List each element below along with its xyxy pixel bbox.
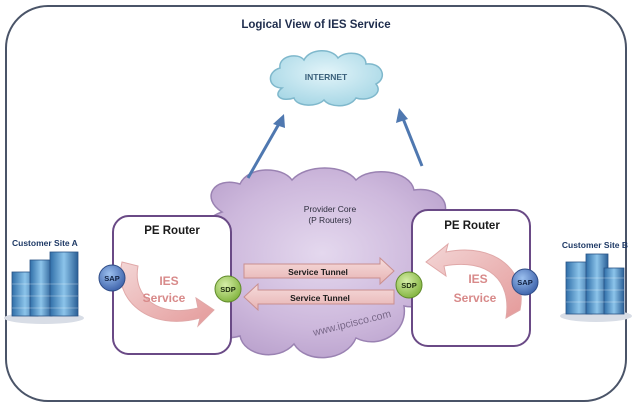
provider-core-sublabel: (P Routers) <box>308 215 351 225</box>
provider-core-label: Provider Core <box>304 204 357 214</box>
service-tunnel-top-label: Service Tunnel <box>288 267 348 277</box>
ies-service-right-line1: IES <box>468 272 487 286</box>
sdp-node-left: SDP <box>214 275 242 303</box>
diagram-title: Logical View of IES Service <box>241 19 390 31</box>
ies-flow-arrow-left <box>119 261 215 328</box>
sap-left-label: SAP <box>104 274 119 283</box>
pe-router-left-title: PE Router <box>144 225 200 237</box>
pe-router-right-title: PE Router <box>444 220 500 232</box>
ies-service-right-line2: Service <box>454 291 497 305</box>
building-icon-right <box>560 253 632 322</box>
ies-service-left-line2: Service <box>143 291 186 305</box>
service-tunnel-top: Service Tunnel <box>243 256 395 286</box>
sap-node-right: SAP <box>511 268 539 296</box>
sdp-left-label: SDP <box>220 285 235 294</box>
sap-node-left: SAP <box>98 264 126 292</box>
sdp-right-label: SDP <box>401 281 416 290</box>
uplink-arrow-left <box>246 114 285 179</box>
internet-label: INTERNET <box>305 72 348 82</box>
uplink-arrow-right <box>396 108 424 167</box>
sap-right-label: SAP <box>517 278 532 287</box>
pe-router-left: PE Router IES Service <box>112 215 232 355</box>
building-icon-left <box>4 251 84 324</box>
service-tunnel-bottom: Service Tunnel <box>243 282 395 312</box>
internet-cloud: INTERNET <box>269 50 384 107</box>
pe-router-right: PE Router IES Service <box>411 209 531 347</box>
customer-site-b-label: Customer Site B <box>562 240 628 250</box>
ies-service-left-line1: IES <box>159 274 178 288</box>
ies-flow-arrow-right <box>425 242 522 319</box>
sdp-node-right: SDP <box>395 271 423 299</box>
customer-site-a-label: Customer Site A <box>12 238 78 248</box>
service-tunnel-bottom-label: Service Tunnel <box>290 293 350 303</box>
